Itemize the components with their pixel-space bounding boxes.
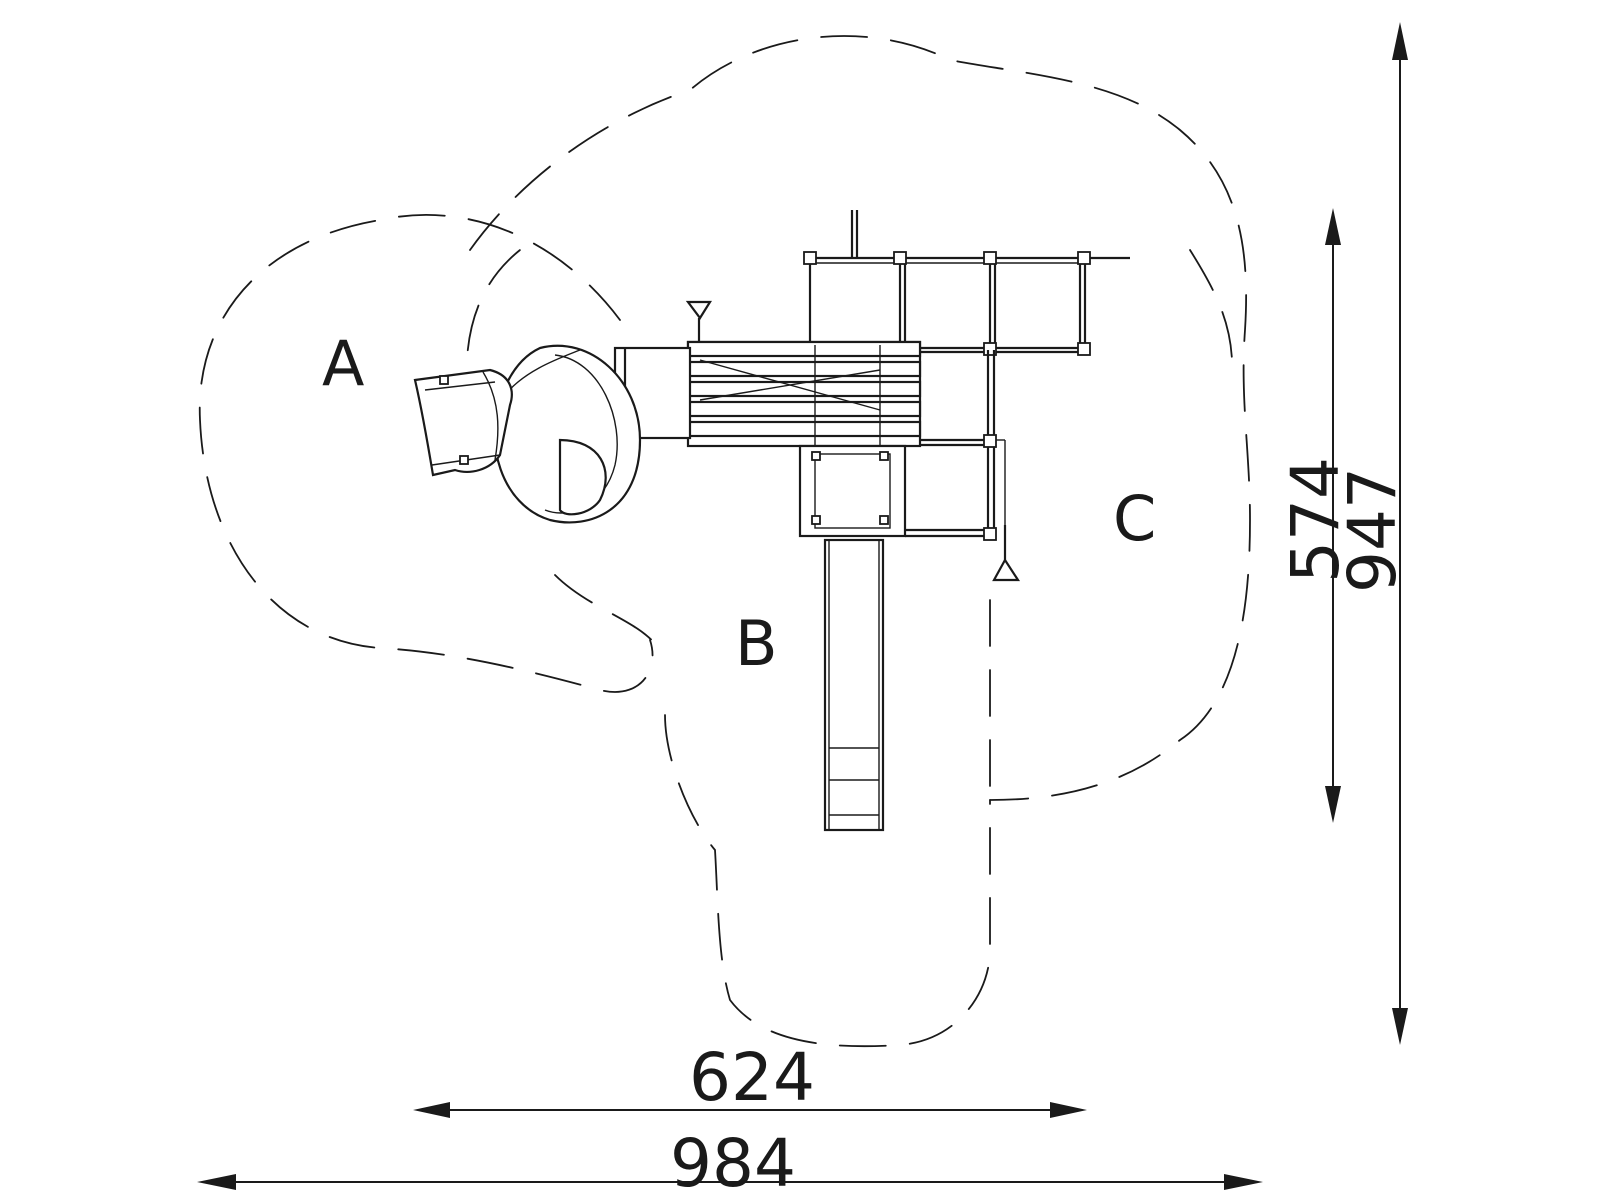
tube-slide [413,344,692,524]
zone-label-c: C [1113,482,1156,555]
net-frame [803,210,1130,356]
dimension-947-label: 947 [1334,467,1411,593]
dimension-984-label: 984 [670,1125,796,1200]
platform-deck [685,300,922,448]
straight-slide [823,538,885,832]
dimension-inner-height: 574 [1277,208,1354,823]
tower-box [705,444,907,538]
safety-zone-a-outline [198,214,654,693]
dimension-outer-width: 984 [197,1125,1263,1200]
dimension-574-label: 574 [1277,457,1354,583]
safety-zone-outlines [198,35,1251,1048]
safety-zone-upper-outline [469,35,1251,801]
play-structure [413,210,1130,832]
dimension-624-label: 624 [689,1039,815,1116]
dimension-outer-height: 947 [1334,22,1411,1045]
zone-label-a: A [322,327,364,400]
zone-label-b: B [735,607,778,680]
safety-zone-b-outline [664,714,991,1048]
safety-zone-c-outline [989,249,1233,801]
side-frame [905,350,1021,582]
dimension-inner-width: 624 [413,1039,1087,1118]
